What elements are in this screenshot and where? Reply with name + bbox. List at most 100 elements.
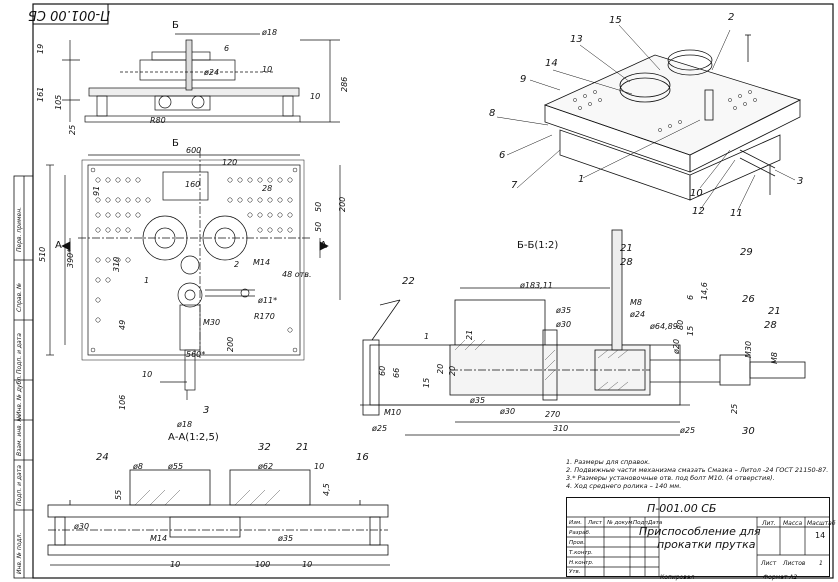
tb-role-tkontr: Т.контр. (569, 550, 593, 556)
side-label-5: Подп. и дата (16, 465, 23, 506)
balloon-10: 10 (690, 188, 703, 199)
dim-aa-4: ø55 (168, 462, 184, 471)
section-aa-title: А-А(1:2,5) (168, 432, 219, 443)
tb-role-razrab: Разраб. (569, 530, 591, 536)
dim-top-4: 105 (54, 94, 63, 110)
dim-bb-3: 29 (740, 247, 753, 258)
dim-bb-13: 15 (686, 325, 695, 336)
side-label-0: Перв. примен. (16, 206, 23, 252)
dim-top-7: ø24 (204, 68, 220, 77)
dim-plan-19: 200 (226, 336, 235, 352)
dim-bb-27: ø35 (470, 396, 486, 405)
tb-role-nkontr: Н.контр. (569, 560, 594, 566)
dim-bb-6: M8 (630, 298, 642, 307)
tb-sheet-label: Лист (761, 560, 777, 567)
dim-bb-28: ø30 (500, 407, 516, 416)
balloon-1: 1 (578, 174, 585, 185)
dim-plan-6: 50 (314, 221, 323, 232)
dim-plan-21: 10 (142, 370, 153, 379)
dim-bb-26: 15 (422, 377, 431, 388)
dim-bb-14: 80 (676, 319, 685, 330)
format-label: Формат А2 (763, 574, 798, 581)
note-2: 2. Подвижные части механизма смазать Сма… (566, 466, 829, 474)
dim-bb-5: ø35 (556, 306, 572, 315)
dim-plan-11: 1 (144, 276, 150, 285)
dim-bb-0: 22 (402, 276, 415, 287)
dim-top-3: 161 (36, 86, 45, 102)
balloon-11: 11 (730, 208, 743, 219)
dim-aa-5: ø62 (258, 462, 274, 471)
dim-plan-23: ø18 (177, 420, 193, 429)
top-side-view (62, 33, 340, 123)
dim-bb-1: 21 (620, 243, 633, 254)
tb-sheets-label: Листов (783, 560, 806, 567)
title-block: П-001.00 СБ Приспособление для прокатки … (566, 497, 836, 577)
dim-aa-2: 24 (96, 452, 109, 463)
dim-plan-3: 91 (92, 185, 101, 196)
dim-plan-18: R170 (254, 312, 275, 321)
dim-bb-29: 270 (545, 410, 561, 419)
section-bb-view (360, 229, 806, 436)
tb-role-utv: Утв. (569, 569, 581, 575)
dim-bb-18: 28 (764, 320, 777, 331)
dim-bb-10: ø20 (672, 338, 681, 354)
dim-top-2: 19 (36, 43, 45, 54)
note-3: 3.* Размеры установочные отв. под болт М… (566, 474, 775, 482)
dim-aa-8: 55 (114, 489, 123, 500)
dim-top-1: 6 (224, 44, 230, 53)
tb-header-lit: Лит. (762, 520, 776, 527)
rotated-stamp-box (32, 3, 109, 25)
hole-grid (90, 167, 298, 353)
dim-plan-15: ø11* (258, 296, 278, 305)
side-label-6: Инв. № подл. (16, 532, 23, 574)
dim-plan-13: M14 (253, 258, 271, 267)
dim-bb-2: 28 (620, 257, 633, 268)
dim-top-10: R80 (150, 116, 166, 125)
dim-top-6: 286 (340, 76, 349, 92)
dim-plan-0: 600 (186, 146, 202, 155)
side-label-4: Взам. инв. № (16, 415, 23, 456)
dim-bb-33: ø25 (680, 426, 696, 435)
dim-bb-21: 60 (378, 365, 387, 376)
dim-bb-34: 25 (730, 403, 739, 414)
dim-bb-12: 14,6 (700, 282, 709, 300)
dim-aa-12: ø35 (278, 534, 294, 543)
dim-plan-7: 200 (338, 196, 347, 212)
dim-aa-14: 100 (255, 560, 271, 569)
sheet-count: 14 (815, 531, 826, 540)
dim-bb-17: 21 (768, 306, 781, 317)
dim-plan-12: 2 (234, 260, 240, 269)
title-block-grid (566, 497, 830, 577)
tb-header-scale: Масштаб (807, 520, 836, 527)
balloon-14: 14 (545, 58, 558, 69)
isometric-view (543, 34, 802, 201)
technical-notes: 1. Размеры для справок. 2. Подвижные час… (566, 458, 828, 490)
tb-row-sign: Подп. (633, 520, 650, 526)
side-label-1: Справ. № (16, 282, 23, 312)
dim-bb-16: 26 (742, 294, 755, 305)
dim-aa-7: 16 (356, 452, 369, 463)
dim-top-8: 10 (262, 65, 273, 74)
tb-row-izm: Изм. (569, 520, 582, 526)
dim-plan-14: 48 отв. (282, 270, 312, 279)
dim-plan-4: 28 (262, 184, 273, 193)
dim-bb-22: 66 (392, 367, 401, 378)
dim-bb-31: ø25 (372, 424, 388, 433)
title-line-2: прокатки прутка (657, 538, 756, 551)
dim-plan-2: 160 (185, 180, 201, 189)
dim-bb-15: M30 (744, 340, 753, 358)
dim-top-0: ø18 (262, 28, 278, 37)
section-a-mark-left: А (55, 240, 62, 251)
dim-plan-10: 390* (66, 248, 75, 268)
title-line-1: Приспособление для (639, 525, 761, 538)
dim-plan-5: 50 (314, 201, 323, 212)
tb-header-mass: Масса (783, 520, 803, 527)
dim-top-9: 10 (310, 92, 321, 101)
dim-bb-35: 30 (742, 426, 755, 437)
note-1: 1. Размеры для справок. (566, 458, 651, 466)
note-4: 4. Ход среднего ролика – 140 мм. (566, 482, 682, 490)
dim-aa-11: M14 (150, 534, 168, 543)
section-b-mark-top: Б (172, 20, 179, 31)
dim-bb-20: 21 (465, 329, 474, 340)
